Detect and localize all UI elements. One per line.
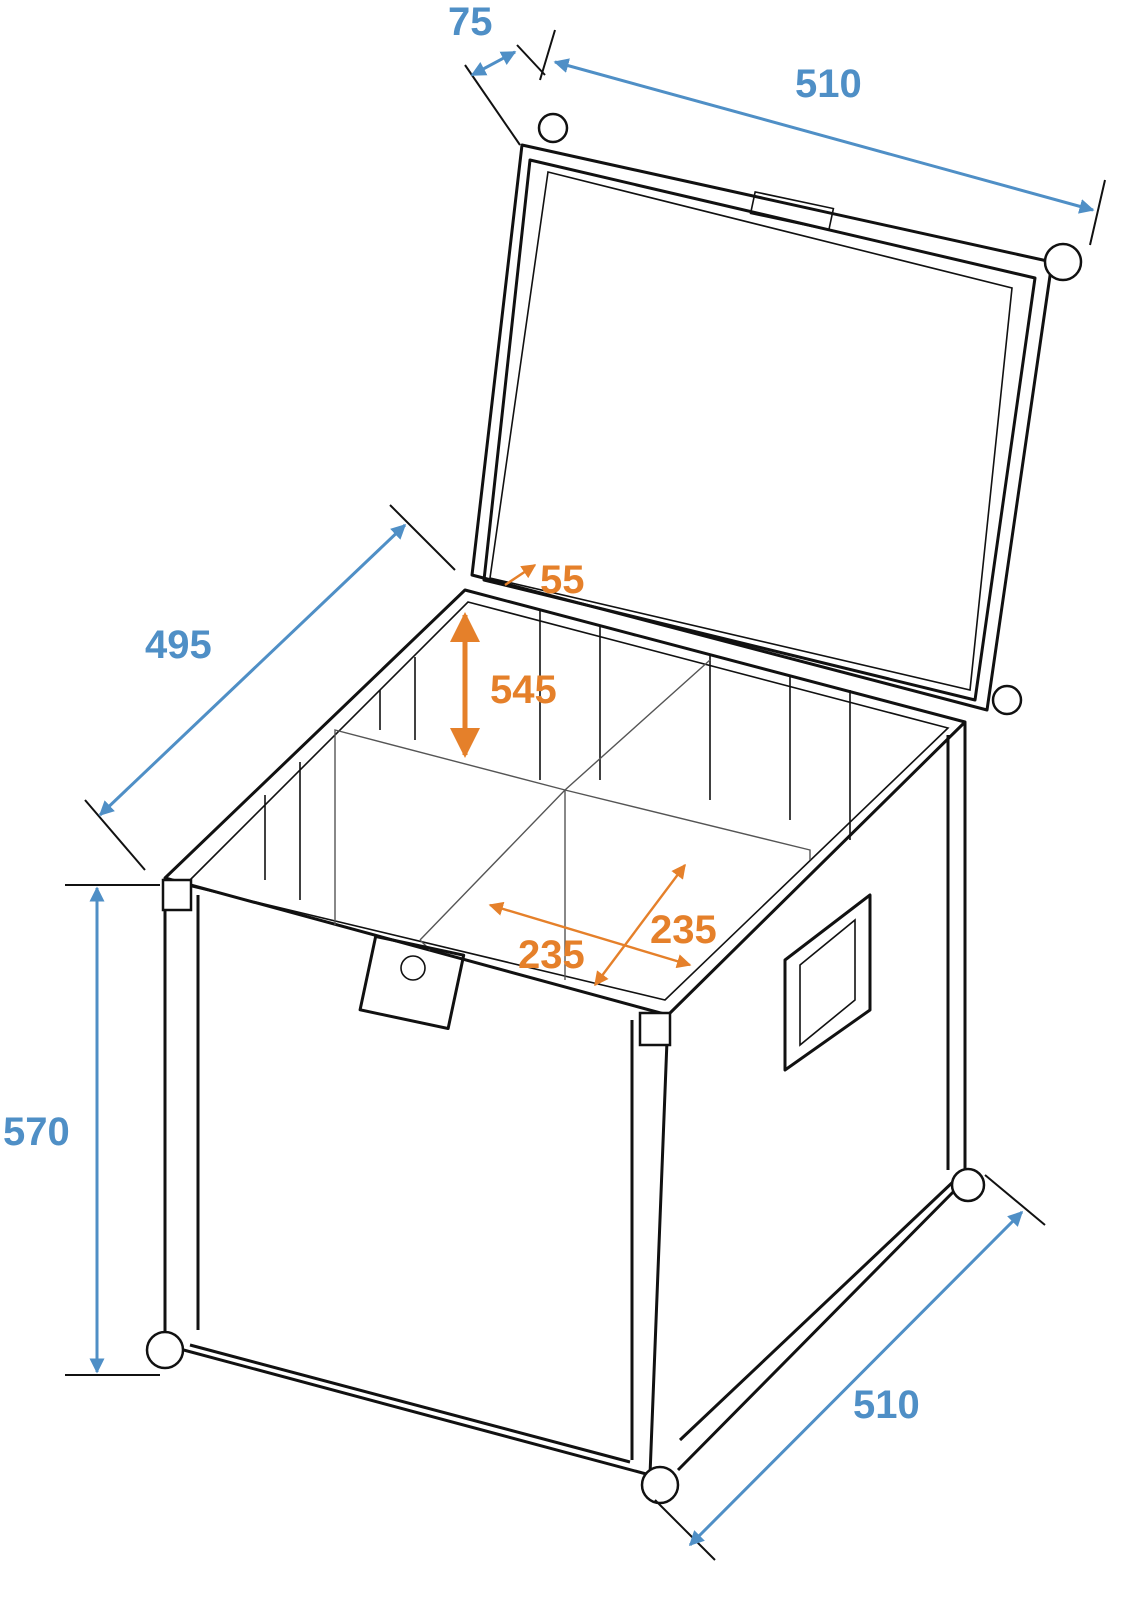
label-depth: 495 bbox=[145, 623, 212, 667]
label-lid-offset: 55 bbox=[540, 558, 585, 602]
label-compartment-depth: 235 bbox=[650, 908, 717, 952]
lid bbox=[470, 112, 1083, 716]
label-width-top: 510 bbox=[795, 62, 862, 106]
label-height: 570 bbox=[3, 1110, 70, 1154]
label-inner-height: 545 bbox=[490, 668, 557, 712]
latch bbox=[358, 934, 466, 1031]
label-lid-depth: 75 bbox=[448, 0, 493, 44]
label-width-bottom: 510 bbox=[853, 1383, 920, 1427]
inner-dimension-arrows bbox=[450, 564, 692, 987]
outer-dimension-arrows bbox=[89, 50, 1095, 1547]
label-compartment-width: 235 bbox=[518, 933, 585, 977]
case-body bbox=[145, 588, 986, 1505]
dividers bbox=[334, 659, 811, 980]
side-handle bbox=[783, 893, 872, 1072]
